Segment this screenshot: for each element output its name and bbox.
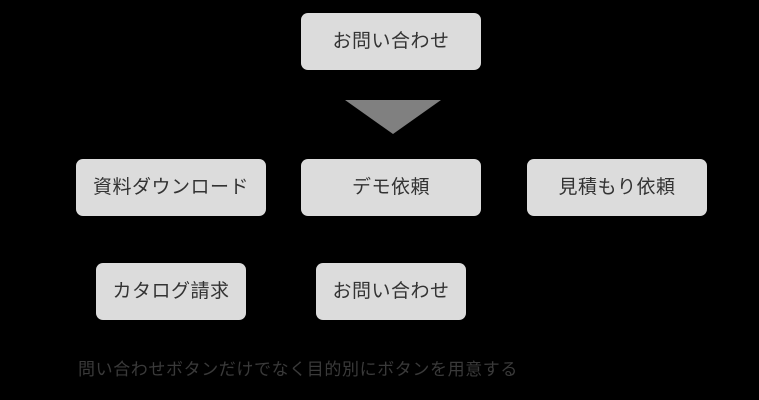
node-quote-request[interactable]: 見積もり依頼 (527, 159, 707, 216)
node-document-download[interactable]: 資料ダウンロード (76, 159, 266, 216)
node-label: お問い合わせ (332, 280, 450, 302)
node-label: 見積もり依頼 (558, 176, 676, 198)
triangle-down-icon (345, 100, 441, 134)
node-label: カタログ請求 (112, 280, 230, 302)
diagram-caption: 問い合わせボタンだけでなく目的別にボタンを用意する (78, 360, 518, 380)
node-root-contact[interactable]: お問い合わせ (301, 13, 481, 70)
node-demo-request[interactable]: デモ依頼 (301, 159, 481, 216)
node-catalog-request[interactable]: カタログ請求 (96, 263, 246, 320)
node-label: デモ依頼 (351, 176, 430, 198)
node-label: 資料ダウンロード (92, 176, 249, 198)
node-contact-inquiry[interactable]: お問い合わせ (316, 263, 466, 320)
node-label: お問い合わせ (332, 30, 450, 52)
